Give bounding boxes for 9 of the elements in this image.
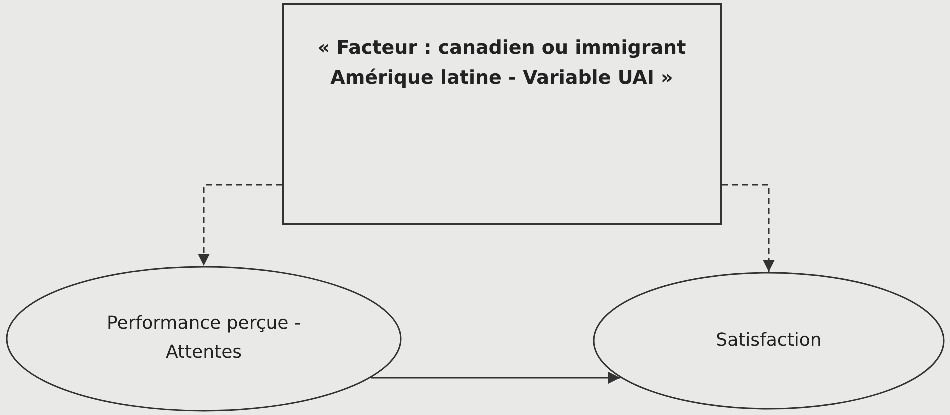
concept-ellipse (593, 272, 945, 410)
arrow (371, 372, 620, 384)
factor-text: « Facteur : canadien ou immigrant Amérique latine - Variable UAI » (316, 36, 688, 92)
concept-label: Satisfaction (716, 328, 822, 353)
concept-ellipse (6, 266, 402, 412)
concept-label: Performance perçue - Attentes (106, 312, 302, 365)
arrow (198, 184, 282, 266)
factor-box (282, 3, 722, 225)
arrow (722, 184, 775, 272)
